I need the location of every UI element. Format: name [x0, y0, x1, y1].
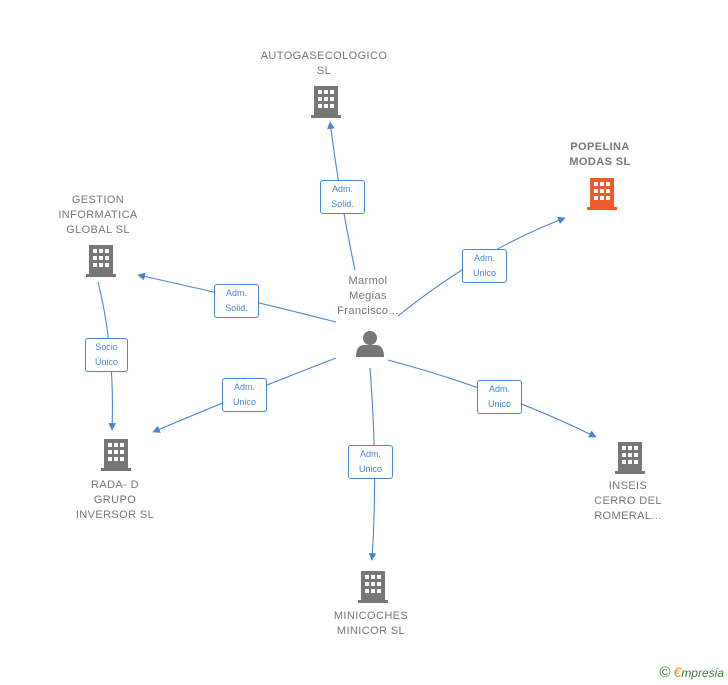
building-icon [615, 442, 645, 474]
edge-label-minicoches: Adm. Unico [348, 445, 393, 479]
edge-label-line: Adm. [473, 253, 495, 263]
node-label-line: INFORMATICA [58, 209, 138, 221]
building-icon [86, 245, 116, 277]
edge-label-gestion-rada: Socio Único [85, 338, 128, 372]
edge-label-line: Adm. [331, 184, 353, 194]
node-label-minicoches[interactable]: MINICOCHES MINICOR SL [321, 609, 421, 639]
node-label-gestion[interactable]: GESTION INFORMATICA GLOBAL SL [48, 193, 148, 238]
node-label-line: RADA- D [90, 479, 140, 491]
node-label-line: GESTION [71, 194, 125, 206]
building-icon [101, 439, 131, 471]
node-label-inseis[interactable]: INSEIS CERRO DEL ROMERAL... [578, 479, 678, 524]
node-label-line: MINICOR SL [336, 625, 406, 637]
brand-name: mpresia [681, 666, 724, 680]
edge-label-line: Unico [487, 399, 511, 409]
edge-label-line: Solid. [225, 303, 248, 313]
node-label-line: GLOBAL SL [66, 224, 130, 236]
edge-label-line: Unico [472, 268, 496, 278]
building-icon [587, 178, 617, 210]
empresia-watermark: ©€mpresia [659, 664, 724, 681]
edge-label-popelina: Adm. Unico [462, 249, 507, 283]
edge-label-line: Unico [358, 464, 382, 474]
node-label-line: MODAS SL [569, 156, 631, 168]
node-label-line: INSEIS [608, 480, 648, 492]
person-name-line: Francisco... [337, 305, 399, 317]
node-label-line: POPELINA [570, 141, 630, 153]
node-label-rada[interactable]: RADA- D GRUPO INVERSOR SL [65, 478, 165, 523]
node-label-line: ROMERAL... [594, 510, 662, 522]
edge-label-line: Adm. [233, 382, 255, 392]
brand-initial: € [673, 664, 682, 680]
person-name-line: Megias [349, 290, 387, 302]
node-label-line: MINICOCHES [333, 610, 409, 622]
edge-label-line: Adm. [225, 288, 247, 298]
center-person-label[interactable]: Marmol Megias Francisco... [318, 274, 418, 319]
person-icon [356, 331, 384, 357]
node-label-line: INVERSOR SL [75, 509, 155, 521]
building-icon [358, 571, 388, 603]
edge-label-gestion: Adm. Solid. [214, 284, 259, 318]
node-label-line: AUTOGASECOLOGICO [260, 50, 388, 62]
edge-label-line: Solid. [331, 199, 354, 209]
edge-label-rada: Adm. Unico [222, 378, 267, 412]
node-label-autogasecologico[interactable]: AUTOGASECOLOGICO SL [254, 49, 394, 79]
edge-label-line: Único [94, 357, 118, 367]
edge-label-line: Unico [232, 397, 256, 407]
node-label-line: SL [316, 65, 332, 77]
copyright-icon: © [659, 664, 671, 681]
building-icon [311, 86, 341, 118]
edge-label-autogas: Adm. Solid. [320, 180, 365, 214]
edge-label-line: Socio [95, 342, 118, 352]
person-name-line: Marmol [348, 275, 388, 287]
node-label-line: GRUPO [93, 494, 137, 506]
edge-label-line: Adm. [488, 384, 510, 394]
node-label-line: CERRO DEL [594, 495, 662, 507]
node-label-popelina[interactable]: POPELINA MODAS SL [550, 140, 650, 170]
edge-label-inseis: Adm. Unico [477, 380, 522, 414]
edge-label-line: Adm. [359, 449, 381, 459]
